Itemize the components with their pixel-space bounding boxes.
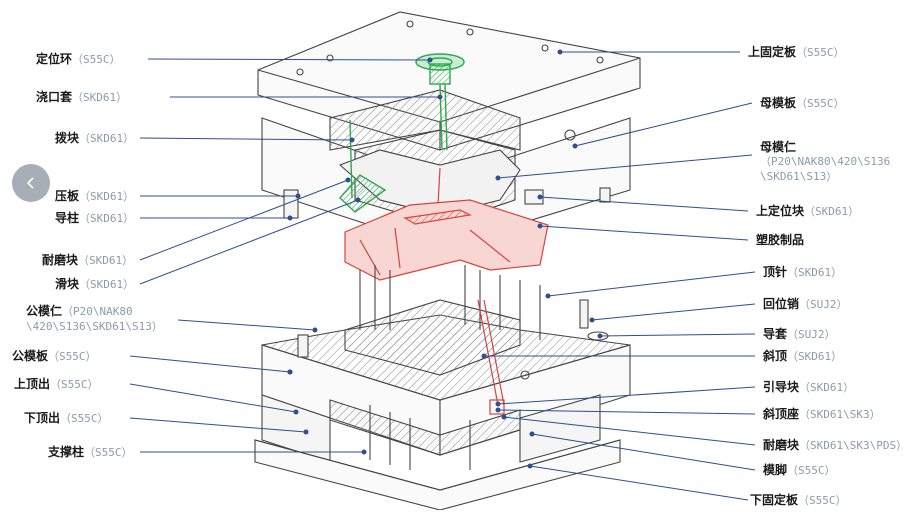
- label-guide-pillar: 导柱（SKD61）: [55, 211, 134, 226]
- label-name: 上顶出: [14, 377, 51, 391]
- label-material: （P20\NAK80\420\S136: [760, 155, 891, 168]
- label-name: 引导块: [763, 380, 800, 394]
- label-name: 模脚: [763, 463, 788, 477]
- label-lifter-seat: 斜顶座（SKD61\SK3）: [763, 407, 881, 422]
- label-shifting-block: 拨块（SKD61）: [55, 131, 134, 146]
- label-name: 下顶出: [24, 411, 61, 425]
- label-core-plate: 公模板（S55C）: [12, 349, 97, 364]
- label-name: 耐磨块: [42, 253, 79, 267]
- label-guide-block: 引导块（SKD61）: [763, 380, 854, 395]
- label-material: （S55C）: [796, 46, 845, 59]
- label-material: （SKD61）: [79, 132, 135, 145]
- label-wear-block-left: 耐磨块（SKD61）: [42, 253, 133, 268]
- label-spacer-block: 模脚（S55C）: [763, 463, 836, 478]
- label-material: （SUJ2）: [799, 298, 848, 311]
- label-core-insert: 公模仁（P20\NAK80 \420\S136\SKD61\S13）: [26, 304, 163, 334]
- label-material: （S55C）: [798, 494, 847, 507]
- label-material: （SKD61）: [79, 278, 135, 291]
- label-name: 拨块: [55, 131, 80, 145]
- label-name: 上定位块: [756, 204, 805, 218]
- leader-lines: [129, 49, 756, 501]
- chevron-left-icon: [26, 177, 34, 189]
- label-material: （SKD61）: [804, 205, 860, 218]
- label-material-cont: \SKD61\S13）: [760, 170, 838, 183]
- plastic-part-shape: [344, 167, 549, 281]
- label-material: （P20\NAK80: [62, 305, 133, 318]
- label-upper-ejector-plate: 上顶出（S55C）: [14, 377, 99, 392]
- label-cavity-insert: 母模仁 （P20\NAK80\420\S136 \SKD61\S13）: [760, 140, 890, 184]
- label-ejector-pin: 顶针（SKD61）: [763, 265, 842, 280]
- label-guide-bushing: 导套（SUJ2）: [763, 327, 836, 342]
- label-name: 浇口套: [36, 90, 73, 104]
- label-upper-locating-block: 上定位块（SKD61）: [756, 204, 859, 219]
- label-material: （SKD61）: [787, 350, 843, 363]
- label-name: 母模板: [760, 96, 797, 110]
- label-locating-ring: 定位环（S55C）: [36, 52, 121, 67]
- label-name: 顶针: [763, 265, 788, 279]
- label-material: （S55C）: [72, 53, 121, 66]
- label-pressure-plate: 压板（SKD61）: [55, 189, 134, 204]
- label-material: （SKD61）: [79, 212, 135, 225]
- label-name: 斜顶: [763, 349, 788, 363]
- label-bottom-clamp-plate: 下固定板（S55C）: [750, 493, 847, 508]
- label-cavity-plate: 母模板（S55C）: [760, 96, 845, 111]
- label-name: 上固定板: [748, 45, 797, 59]
- label-material: （SKD61）: [78, 254, 134, 267]
- label-material: （SUJ2）: [787, 328, 836, 341]
- core-insert-shape: [344, 299, 521, 376]
- label-material: （SKD61\SK3）: [799, 408, 881, 421]
- label-name: 塑胶制品: [756, 233, 805, 247]
- label-material: （S55C）: [60, 412, 109, 425]
- label-material: （S55C）: [84, 446, 133, 459]
- label-material: （SKD61\SK3\PDS）: [799, 439, 908, 452]
- label-plastic-part: 塑胶制品: [756, 233, 804, 247]
- label-slider: 滑块（SKD61）: [55, 277, 134, 292]
- back-button[interactable]: [12, 164, 50, 202]
- label-material: （S55C）: [48, 350, 97, 363]
- lower-mold-half: [254, 265, 631, 511]
- label-name: 母模仁: [760, 140, 797, 154]
- label-sprue-bushing: 浇口套（SKD61）: [36, 90, 127, 105]
- label-material-cont: \420\S136\SKD61\S13）: [26, 320, 163, 333]
- label-name: 下固定板: [750, 493, 799, 507]
- label-name: 支撑柱: [48, 445, 85, 459]
- label-top-clamp-plate: 上固定板（S55C）: [748, 45, 845, 60]
- label-name: 公模板: [12, 349, 49, 363]
- label-material: （S55C）: [50, 378, 99, 391]
- label-wear-block-right: 耐磨块（SKD61\SK3\PDS）: [763, 438, 907, 453]
- label-name: 公模仁: [26, 304, 63, 318]
- label-material: （SKD61）: [79, 190, 135, 203]
- label-lower-ejector-plate: 下顶出（S55C）: [24, 411, 109, 426]
- label-name: 滑块: [55, 277, 80, 291]
- label-support-pillar: 支撑柱（S55C）: [48, 445, 133, 460]
- label-name: 斜顶座: [763, 407, 800, 421]
- label-lifter: 斜顶（SKD61）: [763, 349, 842, 364]
- label-material: （SKD61）: [799, 381, 855, 394]
- label-name: 定位环: [36, 52, 73, 66]
- label-material: （SKD61）: [787, 266, 843, 279]
- label-name: 回位销: [763, 297, 800, 311]
- label-name: 导柱: [55, 211, 80, 225]
- label-material: （S55C）: [796, 97, 845, 110]
- label-material: （S55C）: [787, 464, 836, 477]
- label-name: 导套: [763, 327, 788, 341]
- label-name: 耐磨块: [763, 438, 800, 452]
- label-return-pin: 回位销（SUJ2）: [763, 297, 848, 312]
- label-material: （SKD61）: [72, 91, 128, 104]
- label-name: 压板: [55, 189, 80, 203]
- lifter-shape: [477, 299, 505, 415]
